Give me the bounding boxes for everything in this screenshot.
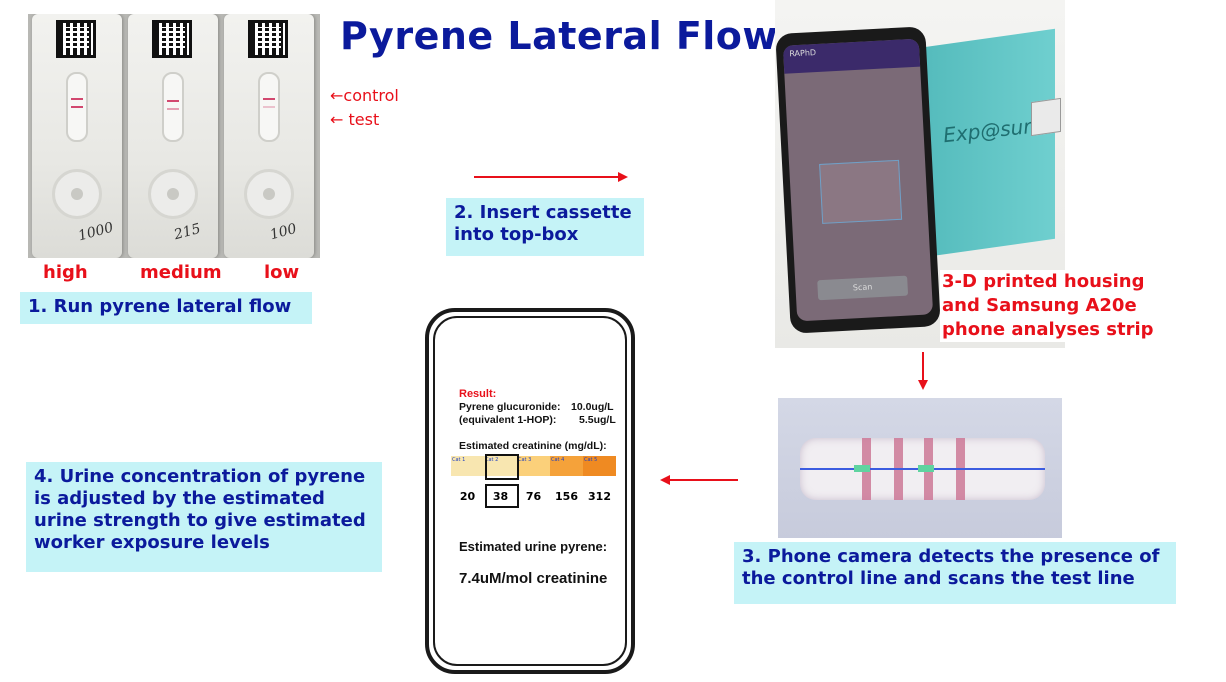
creatinine-values: 20 38 76 156 312 xyxy=(451,490,616,503)
label-low: low xyxy=(264,262,300,283)
step-2-line-2: into top-box xyxy=(454,224,579,245)
arrow-step-2 xyxy=(474,176,620,178)
scan-marker xyxy=(918,465,934,472)
creatinine-value: 20 xyxy=(459,490,476,503)
step-3-line-2: the control line and scans the test line xyxy=(742,568,1135,589)
scale-cat-1: Cat 1 xyxy=(451,456,484,476)
result-phone: Result: Pyrene glucuronide: 10.0ug/L (eq… xyxy=(425,308,635,674)
equivalent-label: (equivalent 1-HOP): xyxy=(459,414,557,426)
step-1-box: 1. Run pyrene lateral flow xyxy=(20,292,312,324)
equivalent-value: 5.5ug/L xyxy=(579,414,616,426)
label-medium: medium xyxy=(140,262,222,283)
step-4-line-1: 4. Urine concentration of pyrene xyxy=(34,466,366,487)
cassettes-photo: 1000 215 100 xyxy=(28,14,320,258)
scan-button: Scan xyxy=(817,275,909,301)
result-label: Result: xyxy=(459,388,497,400)
step-4-box: 4. Urine concentration of pyrene is adju… xyxy=(26,462,382,572)
phone: RAPhD Scan xyxy=(775,26,941,334)
creatinine-value: 312 xyxy=(588,490,611,503)
scale-cat-3: Cat 3 xyxy=(517,456,550,476)
step-3-box: 3. Phone camera detects the presence of … xyxy=(734,542,1176,604)
camera-preview xyxy=(819,159,903,224)
urine-label: Estimated urine pyrene: xyxy=(459,539,608,554)
control-line xyxy=(71,98,83,100)
strip-photo xyxy=(778,398,1062,538)
test-line xyxy=(167,108,179,110)
result-window xyxy=(162,72,184,142)
app-bar: RAPhD xyxy=(782,38,921,74)
sample-well xyxy=(52,169,102,219)
creatinine-value: 156 xyxy=(555,490,578,503)
step-2-line-1: 2. Insert cassette xyxy=(454,202,632,223)
step-1-text: 1. Run pyrene lateral flow xyxy=(28,296,292,317)
test-strip xyxy=(800,438,1045,500)
creatinine-value: 76 xyxy=(525,490,542,503)
sample-well xyxy=(244,169,294,219)
result-window xyxy=(258,72,280,142)
cassette-medium: 215 xyxy=(128,14,218,258)
handwritten-label: 100 xyxy=(268,220,299,244)
scale-cat-2: Cat 2 xyxy=(484,456,517,476)
device-note-line-2: and Samsung A20e xyxy=(942,295,1137,316)
step-4-line-3: urine strength to give estimated xyxy=(34,510,366,531)
scale-cat-5: Cat 5 xyxy=(583,456,616,476)
qr-code xyxy=(152,20,192,58)
test-legend: ← test xyxy=(330,110,380,129)
label-high: high xyxy=(43,262,88,283)
control-legend: ←control xyxy=(330,86,399,105)
sample-well xyxy=(148,169,198,219)
device-note-line-1: 3-D printed housing xyxy=(942,271,1145,292)
test-line xyxy=(263,106,275,108)
page-title: Pyrene Lateral Flow xyxy=(340,14,779,58)
step-2-box: 2. Insert cassette into top-box xyxy=(446,198,644,256)
step-3-line-1: 3. Phone camera detects the presence of xyxy=(742,546,1160,567)
qr-code xyxy=(56,20,96,58)
scale-cat-4: Cat 4 xyxy=(550,456,583,476)
glucuronide-value: 10.0ug/L xyxy=(571,401,614,413)
arrow-left xyxy=(668,479,738,481)
arrow-left-head xyxy=(660,475,670,485)
handwritten-label: 1000 xyxy=(76,219,116,245)
device-note: 3-D printed housing and Samsung A20e pho… xyxy=(940,270,1156,342)
test-line xyxy=(71,106,83,108)
control-line xyxy=(263,98,275,100)
selected-value-marker xyxy=(485,484,519,508)
step-4-line-2: is adjusted by the estimated xyxy=(34,488,325,509)
result-window xyxy=(66,72,88,142)
cassette-low: 100 xyxy=(224,14,314,258)
selected-category-marker xyxy=(485,454,519,480)
scan-marker xyxy=(854,465,870,472)
control-line xyxy=(167,100,179,102)
creatinine-scale: Cat 1 Cat 2 Cat 3 Cat 4 Cat 5 xyxy=(451,456,616,476)
cassette-high: 1000 xyxy=(32,14,122,258)
qr-code xyxy=(248,20,288,58)
handwritten-label: 215 xyxy=(172,220,203,244)
urine-value: 7.4uM/mol creatinine xyxy=(459,570,608,587)
glucuronide-label: Pyrene glucuronide: xyxy=(459,401,561,413)
arrow-down-head xyxy=(918,380,928,390)
step-4-line-4: worker exposure levels xyxy=(34,532,270,553)
device-note-line-3: phone analyses strip xyxy=(942,319,1154,340)
arrow-step-2-head xyxy=(618,172,628,182)
creatinine-value: 38 xyxy=(492,490,509,503)
cassette-slot xyxy=(1031,97,1061,137)
arrow-down xyxy=(922,352,924,382)
phone-screen: RAPhD Scan xyxy=(782,38,934,322)
creatinine-label: Estimated creatinine (mg/dL): xyxy=(459,440,607,452)
